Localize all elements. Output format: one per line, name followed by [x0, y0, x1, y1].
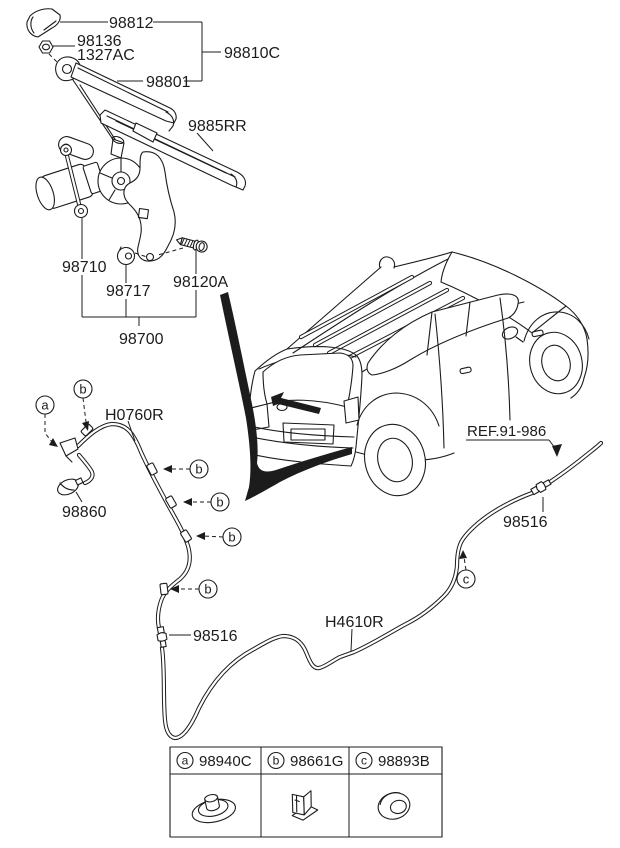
- hose-connector-right-illustration: [530, 479, 552, 496]
- label-main-hose: H4610R: [325, 614, 384, 631]
- callout-b-circle: [222, 527, 242, 547]
- wiper-arm-illustration: [55, 56, 177, 132]
- label-wiper-arm: 98801: [146, 74, 191, 91]
- label-rear-hose: H0760R: [105, 407, 164, 424]
- wiper-labels: 98812 98136 1327AC 98810C 98801 9885RR 9…: [53, 15, 280, 348]
- callout-c-letter: c: [463, 572, 470, 587]
- rear-wiper-location-icon: [271, 392, 321, 414]
- clip-icon: [291, 790, 319, 821]
- legend-c-letter: c: [361, 754, 367, 768]
- label-reference: REF.91-986: [467, 423, 546, 440]
- front-wheel: [523, 311, 590, 395]
- wiper-exploded-view: [26, 8, 247, 266]
- label-connector-left: 98516: [193, 628, 238, 645]
- label-mounting-bolt: 98120A: [173, 274, 228, 291]
- legend-table: a 98940C b 98661G c 98893B: [169, 746, 443, 838]
- callout-a-circle: [35, 395, 55, 415]
- label-arm-blade-assembly: 98810C: [224, 45, 280, 62]
- washer-labels: H0760R 98860 98516 H4610R 98516 REF.91-9…: [62, 407, 562, 652]
- locator-swoosh-arrow: [220, 292, 352, 501]
- label-grommet: 98717: [106, 283, 151, 300]
- legend-cell-a: a 98940C: [176, 751, 252, 824]
- label-connector-right: 98516: [503, 514, 548, 531]
- callout-b-circle: [73, 379, 93, 399]
- legend-b-part: 98661G: [290, 753, 343, 770]
- callout-b-letter: b: [79, 382, 86, 397]
- label-nut: 98136: [77, 33, 122, 50]
- hose-clips: [80, 423, 192, 596]
- grommet-illustration: [116, 246, 136, 266]
- label-motor-assembly: 98700: [119, 331, 164, 348]
- legend-c-part: 98893B: [378, 753, 430, 770]
- bolt-illustration: [175, 237, 208, 253]
- callout-b-circle: [189, 459, 209, 479]
- callout-b-letter: b: [228, 530, 235, 545]
- label-nut-alt: 1327AC: [77, 47, 135, 64]
- callout-b-letter: b: [204, 582, 211, 597]
- legend-b-letter: b: [273, 754, 280, 768]
- callout-a-letter: a: [41, 398, 49, 413]
- rear-wheel: [356, 392, 440, 497]
- wiper-motor-illustration: [35, 135, 176, 262]
- washer-hose-illustration: [57, 421, 604, 741]
- callout-c-circle: [456, 569, 476, 589]
- pivot-nut-illustration: [38, 40, 54, 54]
- legend-a-part: 98940C: [199, 753, 252, 770]
- roof-ribs: [298, 274, 466, 363]
- nozzle-connector-illustration: [59, 437, 79, 463]
- round-grommet-icon: [377, 792, 411, 820]
- reference-callout: REF.91-986: [466, 423, 562, 457]
- callout-b-letter: b: [195, 462, 202, 477]
- callout-markers: a b b b b b c: [35, 379, 476, 599]
- rear-nozzle-illustration: [57, 477, 84, 496]
- label-cap: 98812: [109, 15, 154, 32]
- callout-b-circle: [210, 492, 230, 512]
- legend-a-letter: a: [182, 754, 189, 768]
- legend-cell-b: b 98661G: [267, 751, 343, 821]
- legend-cell-c: c 98893B: [355, 751, 430, 820]
- wiper-cap-illustration: [26, 8, 61, 38]
- callout-b-letter: b: [216, 495, 223, 510]
- side-mirror: [501, 326, 519, 340]
- label-wiper-motor: 98710: [62, 259, 107, 276]
- label-wiper-blade: 9885RR: [188, 118, 247, 135]
- vehicle-illustration: [248, 251, 590, 497]
- hose-connector-left-illustration: [156, 626, 168, 648]
- callout-b-circle: [198, 579, 218, 599]
- grommet-icon: [191, 793, 237, 824]
- label-rear-nozzle: 98860: [62, 504, 107, 521]
- wiper-blade-illustration: [99, 109, 247, 191]
